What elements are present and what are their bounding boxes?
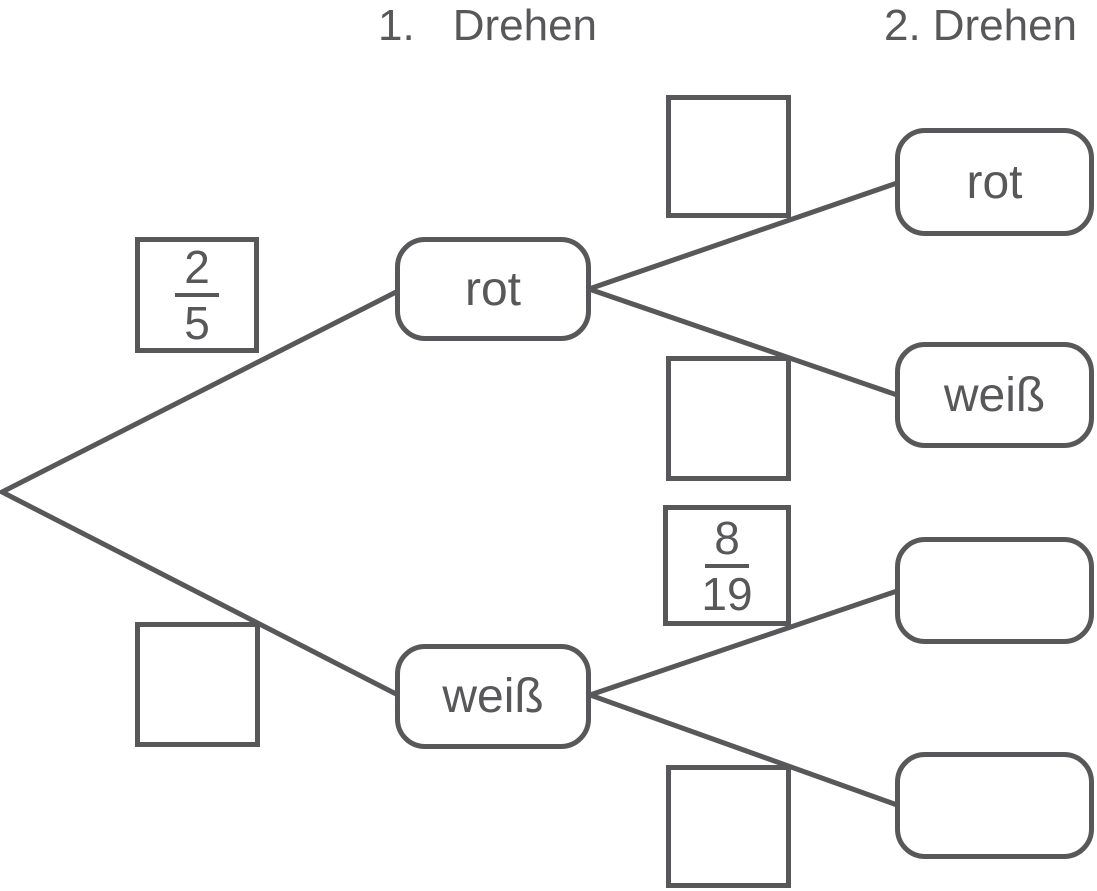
fraction-eight-nineteenths: 8 19 xyxy=(701,515,752,617)
probability-box-weiss-blank[interactable] xyxy=(135,622,260,747)
probability-box-rot-weiss-blank[interactable] xyxy=(666,356,791,481)
fraction-denominator: 19 xyxy=(701,567,753,620)
fraction-denominator: 5 xyxy=(184,297,210,349)
outcome-node-weiss-rot-blank[interactable] xyxy=(895,537,1094,644)
header-second-number: 2. xyxy=(884,1,921,50)
outcome-node-rot: rot xyxy=(395,237,591,341)
outcome-label: weiß xyxy=(442,670,544,723)
probability-box-weiss-rot: 8 19 xyxy=(663,505,791,626)
outcome-node-weiss: weiß xyxy=(395,644,591,749)
outcome-node-weiss-weiss-blank[interactable] xyxy=(895,752,1094,859)
fraction-two-fifths: 2 5 xyxy=(175,244,219,346)
column-header-first-spin: 1. Drehen xyxy=(378,2,597,50)
header-first-word: Drehen xyxy=(452,1,598,50)
probability-box-rot: 2 5 xyxy=(135,237,259,353)
probability-box-rot-rot-blank[interactable] xyxy=(666,95,791,218)
probability-box-weiss-weiss-blank[interactable] xyxy=(666,765,791,888)
outcome-label: weiß xyxy=(943,368,1046,422)
fraction-numerator: 8 xyxy=(714,511,740,564)
fraction-bar xyxy=(704,563,749,568)
fraction-bar xyxy=(175,293,219,297)
outcome-label: rot xyxy=(464,262,521,316)
outcome-node-rot-weiss: weiß xyxy=(895,342,1094,448)
outcome-label: rot xyxy=(966,155,1023,209)
header-first-number: 1. xyxy=(378,1,415,50)
fraction-numerator: 2 xyxy=(184,241,210,293)
outcome-node-rot-rot: rot xyxy=(895,128,1094,236)
header-second-word: Drehen xyxy=(932,1,1078,50)
column-header-second-spin: 2. Drehen xyxy=(884,2,1077,50)
